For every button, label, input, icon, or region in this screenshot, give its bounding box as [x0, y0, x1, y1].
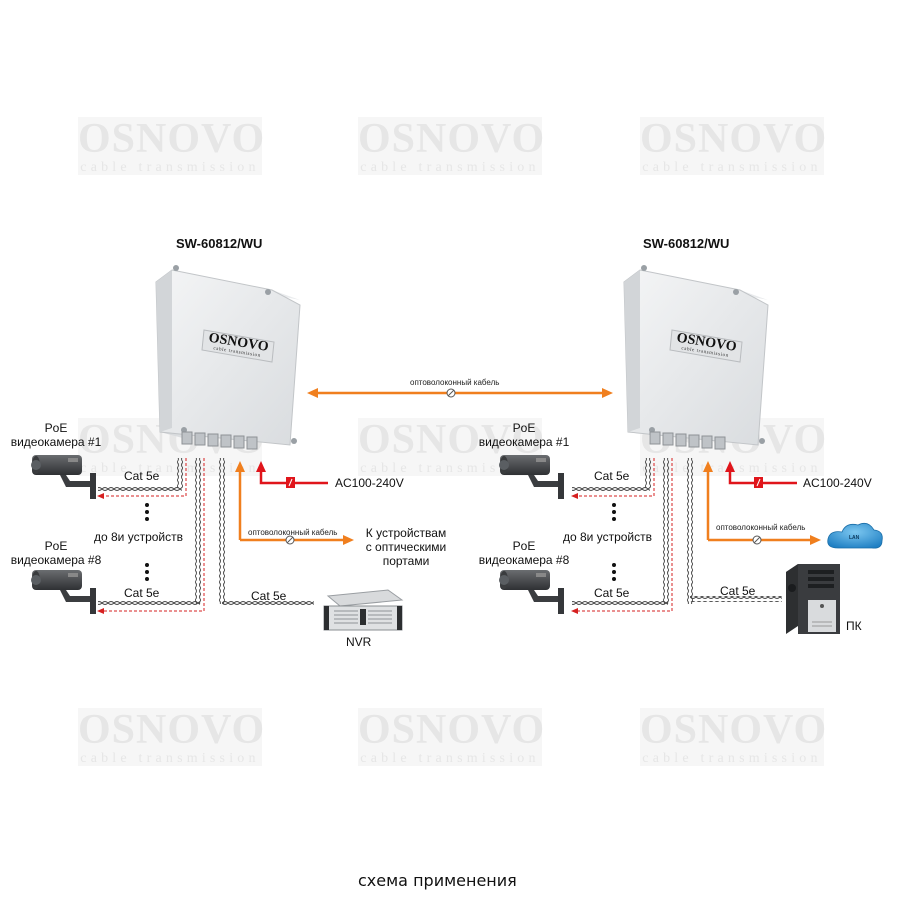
device-model-title: SW-60812/WU	[643, 236, 730, 251]
lan-cloud-icon	[827, 522, 883, 549]
power-cable-2	[725, 461, 797, 488]
devices-count-label: до 8и устройств	[563, 530, 653, 544]
camera-icon	[31, 570, 96, 614]
pc-tower-icon	[786, 564, 840, 634]
fiber-label: оптоволоконный кабель	[716, 523, 806, 532]
cable-label: Cat 5e	[251, 589, 287, 603]
fiber-cable-lan	[703, 461, 821, 545]
camera-label-last: PoE видеокамера #8	[10, 539, 102, 567]
cable-label: Cat 5e	[124, 586, 160, 600]
cable-label: Cat 5e	[594, 469, 630, 483]
camera-icon	[499, 455, 564, 499]
fiber-label: оптоволоконный кабель	[248, 528, 338, 537]
cable-label: Cat 5e	[720, 584, 756, 598]
camera-label-last: PoE видеокамера #8	[478, 539, 570, 567]
cat5e-cable-camera-1	[571, 458, 655, 499]
pc-label: ПК	[846, 619, 862, 633]
camera-icon	[499, 570, 564, 614]
fiber-cable-optical	[235, 461, 354, 545]
cat5e-cable-pc	[687, 458, 782, 604]
power-label: AC100-240V	[803, 476, 872, 490]
nvr-icon	[323, 589, 404, 631]
cable-glands	[181, 431, 258, 450]
fiber-link	[307, 388, 613, 398]
cable-label: Cat 5e	[124, 469, 160, 483]
ellipsis-dots	[612, 503, 616, 581]
fiber-link-label: оптоволоконный кабель	[410, 378, 500, 387]
device-model-title: SW-60812/WU	[176, 236, 263, 251]
lan-cloud-label: LAN	[849, 535, 860, 541]
cat5e-cable-nvr	[219, 458, 314, 607]
devices-count-label: до 8и устройств	[94, 530, 184, 544]
switch-enclosure-2	[623, 265, 769, 450]
cat5e-cable-camera-1	[97, 458, 187, 499]
power-label: AC100-240V	[335, 476, 404, 490]
switch-enclosure-1	[155, 265, 301, 450]
fiber-target-label: К устройствам с оптическими портами	[365, 526, 447, 568]
cat5e-cable-camera-8	[571, 458, 673, 614]
diagram-caption: схема применения	[358, 871, 517, 890]
power-cable-1	[256, 461, 328, 488]
camera-label-first: PoE видеокамера #1	[10, 421, 102, 449]
camera-label-first: PoE видеокамера #1	[478, 421, 570, 449]
ellipsis-dots	[145, 503, 149, 581]
camera-icon	[31, 455, 96, 499]
nvr-label: NVR	[346, 635, 372, 649]
cat5e-cable-camera-8	[97, 458, 205, 614]
cable-label: Cat 5e	[594, 586, 630, 600]
cable-glands	[649, 431, 726, 450]
